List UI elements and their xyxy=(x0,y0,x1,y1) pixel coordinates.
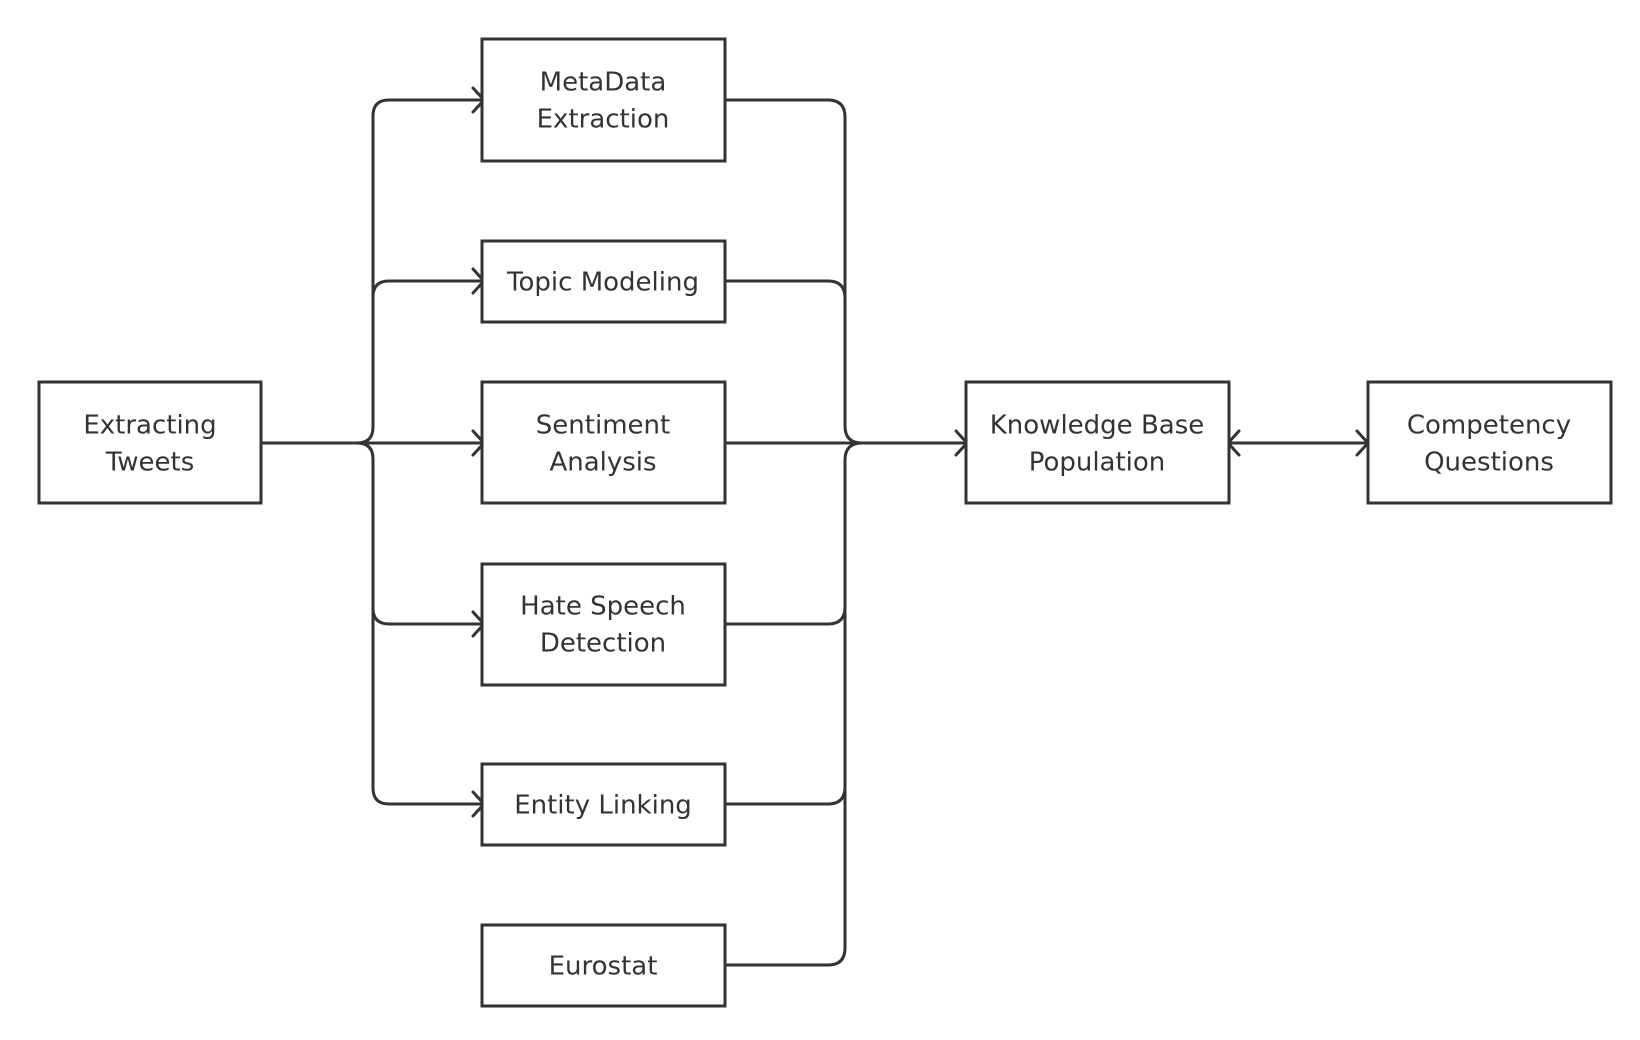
node-box xyxy=(964,380,1231,505)
node-box xyxy=(480,380,727,505)
node-box xyxy=(480,762,727,847)
node-entity-linking: Entity Linking xyxy=(480,762,727,847)
edge-metadata-to-kb xyxy=(724,98,968,445)
node-label: Knowledge Base xyxy=(990,411,1205,441)
node-label: Hate Speech xyxy=(520,592,686,622)
node-extracting-tweets: Extracting Tweets xyxy=(37,380,263,505)
fan-in-edges xyxy=(724,98,970,967)
node-competency-questions: Competency Questions xyxy=(1366,380,1613,505)
edge-extracting-to-metadata xyxy=(259,98,484,445)
node-box xyxy=(480,562,727,687)
node-metadata-extraction: MetaData Extraction xyxy=(480,37,727,163)
edge-extracting-to-hate-speech xyxy=(259,441,484,806)
node-label: Sentiment xyxy=(536,411,670,441)
node-box xyxy=(1366,380,1613,505)
node-box xyxy=(37,380,263,505)
node-sentiment-analysis: Sentiment Analysis xyxy=(480,380,727,505)
node-label: Competency xyxy=(1407,411,1571,441)
node-eurostat: Eurostat xyxy=(480,923,727,1008)
edge-extracting-to-topic xyxy=(371,279,484,299)
node-label: Tweets xyxy=(105,448,195,478)
edge-entity-linking-to-kb xyxy=(724,785,847,806)
node-label: Eurostat xyxy=(549,952,658,982)
node-label: Population xyxy=(1029,448,1166,478)
node-label: Extraction xyxy=(537,105,670,135)
node-label: Extracting xyxy=(83,411,216,441)
node-topic-modeling: Topic Modeling xyxy=(480,239,727,324)
node-label: Topic Modeling xyxy=(506,268,699,298)
bidirectional-edge xyxy=(1225,429,1371,457)
node-label: Detection xyxy=(540,629,666,659)
node-hate-speech-detection: Hate Speech Detection xyxy=(480,562,727,687)
node-label: Analysis xyxy=(549,448,656,478)
node-label: MetaData xyxy=(540,68,667,98)
node-label: Entity Linking xyxy=(514,791,692,821)
edge-eurostat-to-kb xyxy=(724,441,864,967)
node-box xyxy=(480,923,727,1008)
edge-extracting-to-entity-linking xyxy=(371,606,484,626)
node-box xyxy=(480,37,727,163)
node-label: Questions xyxy=(1424,448,1554,478)
node-knowledge-base-population: Knowledge Base Population xyxy=(964,380,1231,505)
node-box xyxy=(480,239,727,324)
fan-out-edges xyxy=(259,86,487,818)
edge-hate-speech-to-kb xyxy=(724,605,847,626)
edge-topic-to-kb xyxy=(724,279,847,300)
